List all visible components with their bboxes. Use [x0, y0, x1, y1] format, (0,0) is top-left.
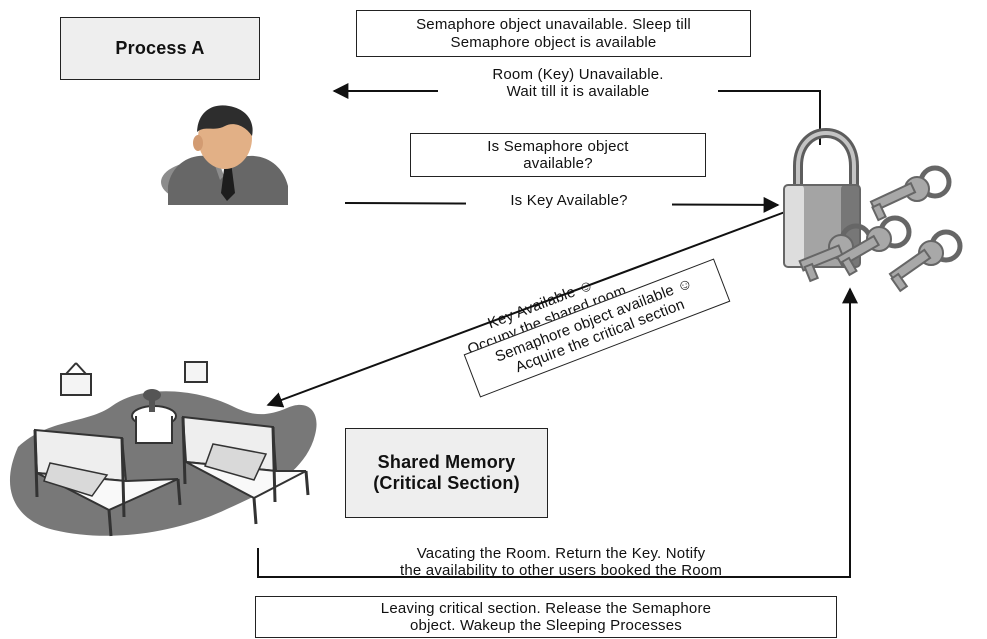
bedroom-icon	[9, 361, 317, 537]
shared-memory-box: Shared Memory (Critical Section)	[345, 428, 548, 518]
key-question-label: Is Key Available?	[466, 192, 672, 212]
leaving-critical-note: Leaving critical section. Release the Se…	[255, 596, 837, 638]
vacating-room-label: Vacating the Room. Return the Key. Notif…	[399, 545, 723, 580]
semaphore-unavailable-note: Semaphore object unavailable. Sleep till…	[356, 10, 751, 57]
person-icon	[161, 105, 288, 205]
process-a-box: Process A	[60, 17, 260, 80]
semaphore-question-note: Is Semaphore object available?	[410, 133, 706, 177]
keys-icon	[798, 165, 963, 293]
release-arrow	[257, 287, 858, 578]
room-unavailable-label: Room (Key) Unavailable. Wait till it is …	[438, 66, 718, 106]
grant-arrow	[266, 211, 786, 408]
